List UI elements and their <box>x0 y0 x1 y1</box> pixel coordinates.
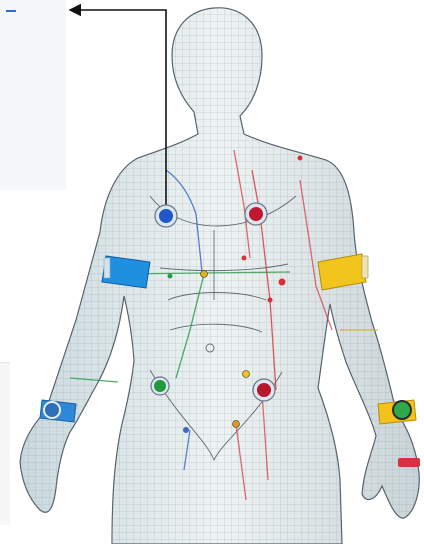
sensor-lower-left <box>151 377 169 395</box>
wristband-right <box>378 400 416 424</box>
sensor-chest-left <box>155 205 177 227</box>
wristband-left <box>40 400 76 422</box>
hand-marker-right <box>398 458 420 467</box>
sensor-lower-right <box>253 379 275 401</box>
armband-left <box>102 256 150 288</box>
sensor-chest-right <box>245 203 267 225</box>
